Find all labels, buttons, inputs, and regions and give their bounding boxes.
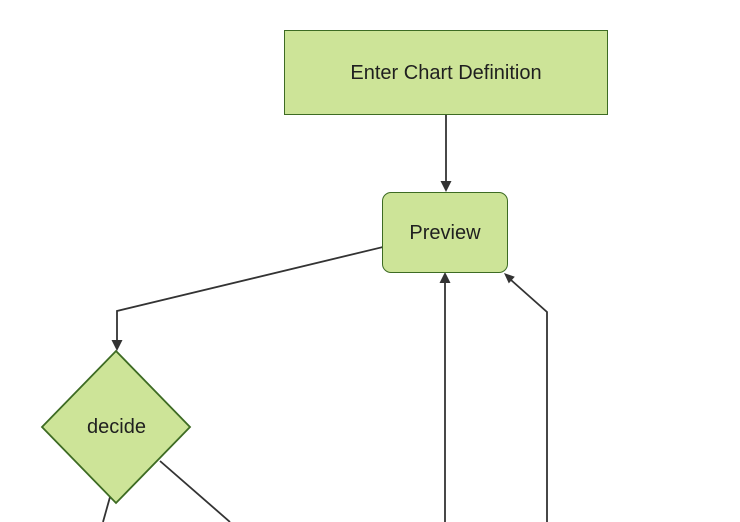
arrowhead-enter-to-preview [440, 181, 452, 192]
edge-preview-to-decide [116, 246, 384, 342]
node-preview-label: Preview [409, 221, 481, 244]
decide-diamond-shape [40, 349, 192, 505]
arrowhead-return-to-preview-corner [504, 273, 515, 284]
arrowhead-preview-to-decide [111, 340, 123, 351]
node-preview: Preview [382, 192, 508, 273]
edge-decide-to-offscreen-right [159, 460, 231, 522]
arrowhead-return-to-preview-bottom [439, 272, 451, 283]
node-enter-chart-definition-label: Enter Chart Definition [350, 61, 542, 84]
edge-decide-to-offscreen-left [102, 496, 111, 522]
edge-return-to-preview-corner [510, 279, 548, 522]
node-enter-chart-definition: Enter Chart Definition [284, 30, 608, 115]
